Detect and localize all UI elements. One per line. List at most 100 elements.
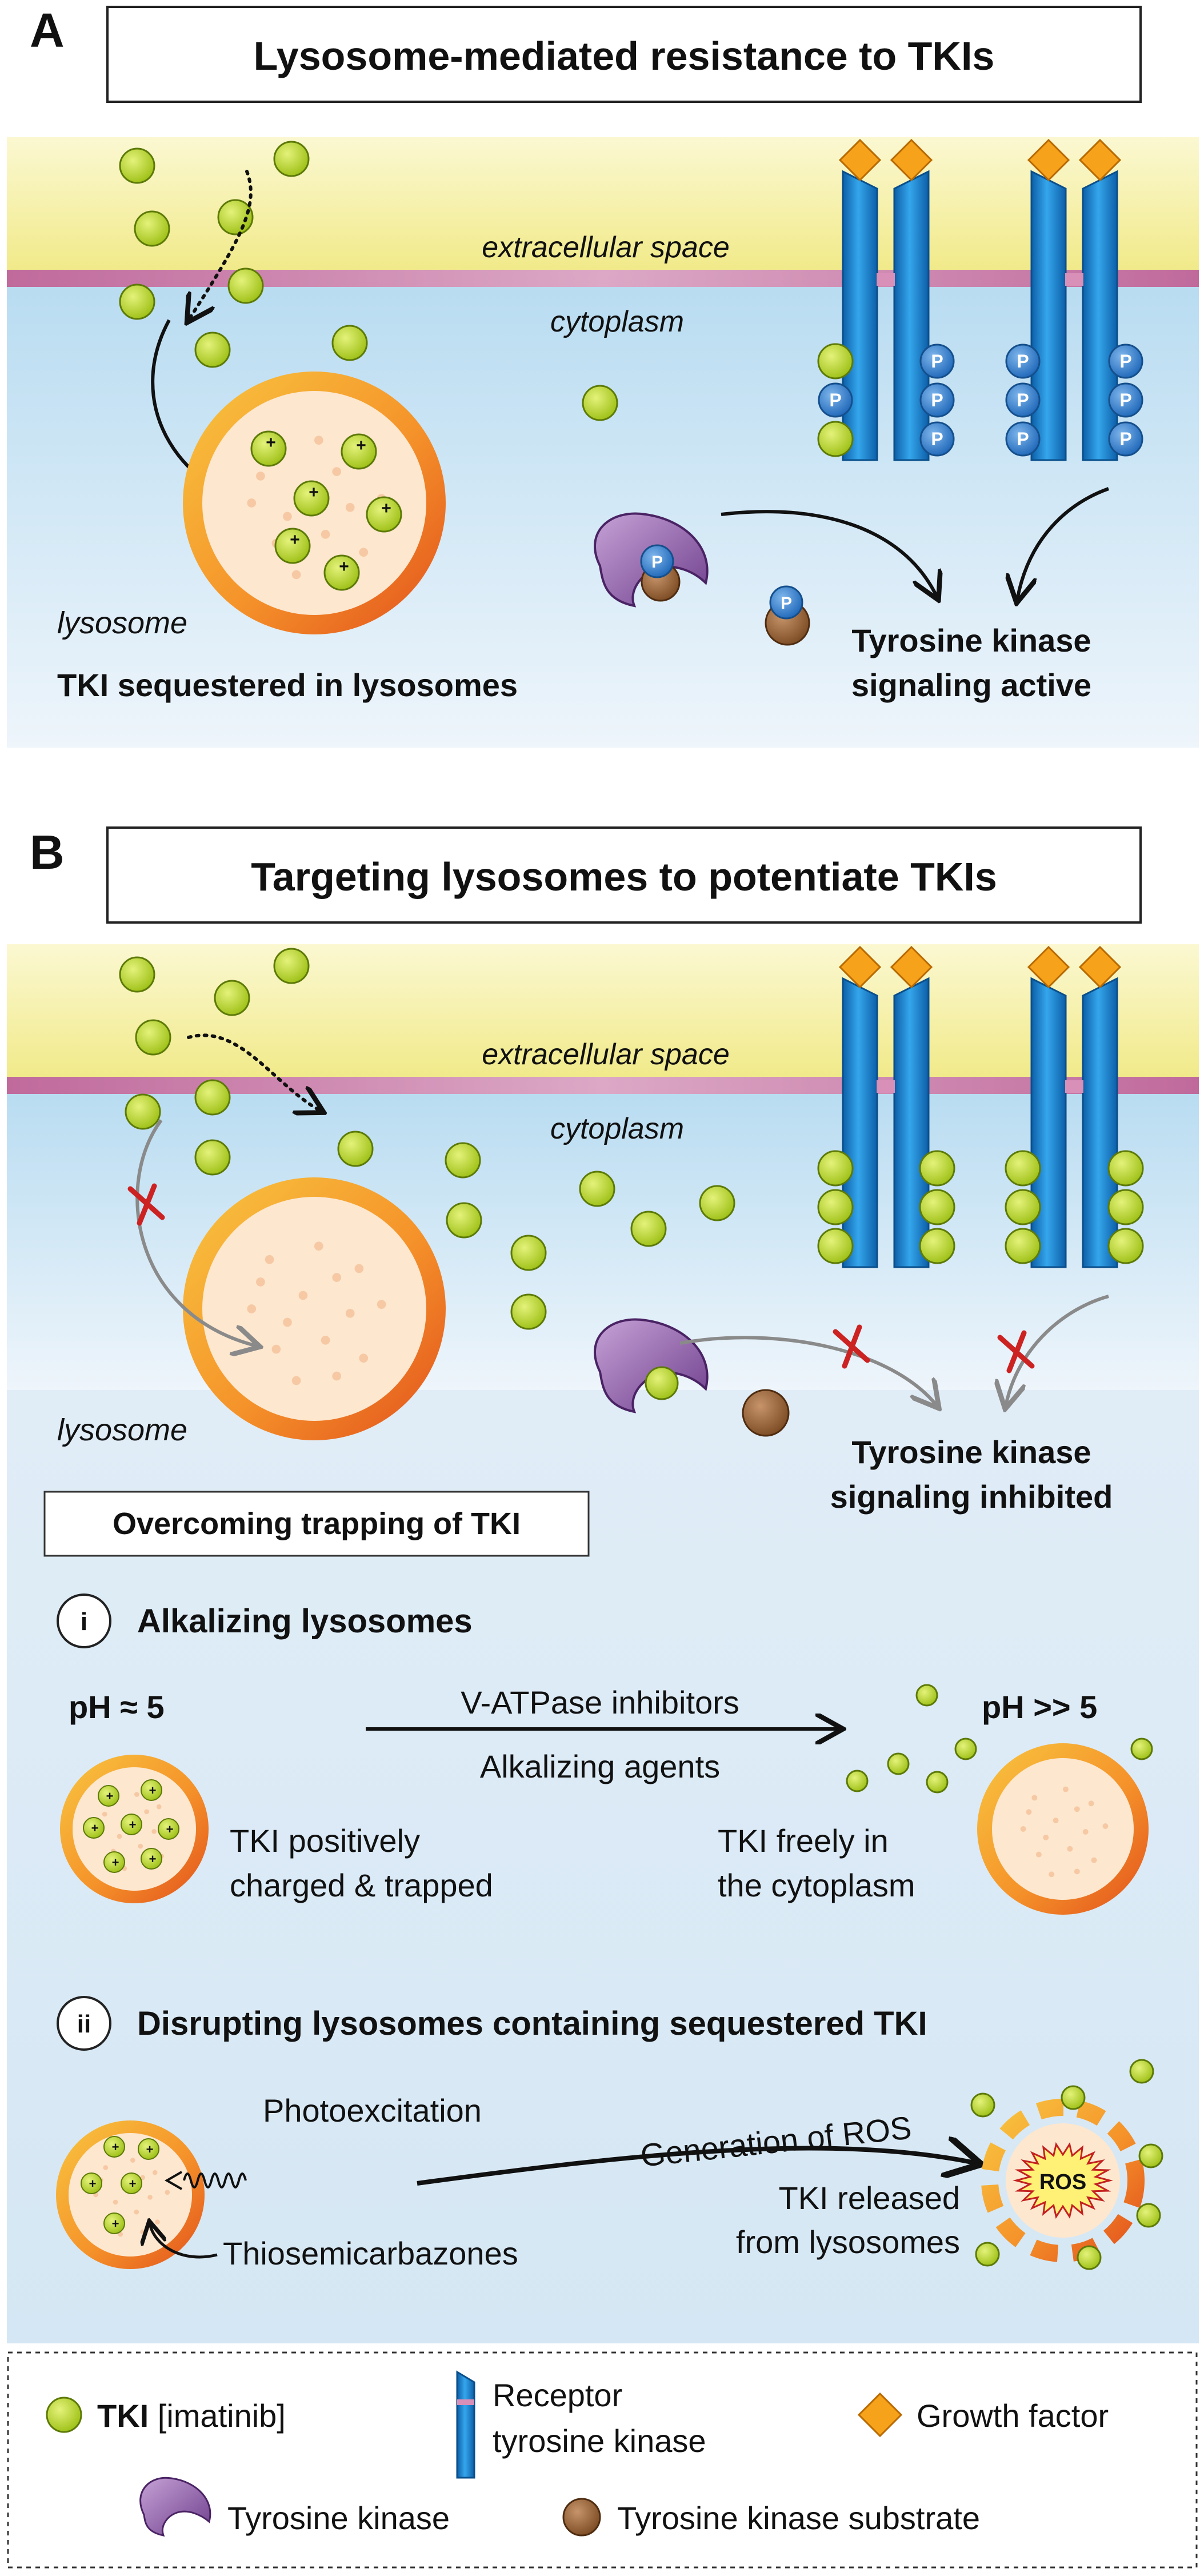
panel-b-blocked-arrow (135, 1119, 257, 1346)
legend-tki-icon (46, 2397, 82, 2433)
section-i-released-tki (846, 1684, 1153, 1794)
panel-a-letter: A (30, 3, 65, 57)
phospho-label: P (1017, 351, 1029, 372)
charge-mark: + (381, 499, 391, 518)
growth-factor-icon (1027, 945, 1070, 989)
legend-substrate: Tyrosine kinase substrate (617, 2500, 980, 2536)
growth-factor-icon (1078, 138, 1122, 182)
section-ii-numeral: ii (77, 2010, 91, 2038)
panel-a-receptor-tki (817, 343, 854, 457)
growth-factor-icon (890, 138, 933, 182)
charge-mark: + (149, 1783, 157, 1798)
free-line1: TKI freely in (718, 1823, 889, 1859)
panel-b-signal-line1: Tyrosine kinase (851, 1434, 1091, 1470)
panel-b: B Targeting lysosomes to potentiate TKIs… (7, 825, 1199, 2343)
photoexcitation-label: Photoexcitation (263, 2092, 482, 2128)
panel-b-kinase-arrow (679, 1336, 937, 1406)
panel-b-signal-line2: signaling inhibited (830, 1479, 1113, 1515)
panel-b-cytoplasm-label: cytoplasm (550, 1112, 684, 1145)
panel-b-receptor-arrow (1006, 1295, 1109, 1406)
legend-growth-factor: Growth factor (917, 2398, 1109, 2434)
panel-a: A Lysosome-mediated resistance to TKIs e… (7, 3, 1199, 748)
section-ii-badge (57, 1996, 111, 2051)
section-i-title: Alkalizing lysosomes (137, 1603, 473, 1640)
panel-a-cytoplasm-label: cytoplasm (550, 305, 684, 338)
phospho-label: P (931, 351, 943, 372)
panel-b-tyrosine-kinase (594, 1318, 709, 1413)
legend-substrate-icon (562, 2498, 601, 2537)
section-ii-title: Disrupting lysosomes containing sequeste… (137, 2005, 927, 2042)
panel-a-receptor-left (838, 138, 933, 461)
ph-before: pH ≈ 5 (69, 1689, 165, 1725)
panel-a-signal-line2: signaling active (851, 667, 1091, 703)
phospho-label: P (1017, 429, 1029, 449)
inhibit-mark (833, 1324, 1035, 1373)
panel-a-free-tki (119, 141, 618, 421)
legend-tyrosine-kinase: Tyrosine kinase (227, 2500, 450, 2536)
panel-a-receptor-arrow (1017, 487, 1110, 600)
charge-mark: + (112, 1855, 119, 1870)
section-i-numeral: i (81, 1608, 87, 1636)
legend-tki-rest: [imatinib] (149, 2398, 286, 2434)
legend-receptor-line2: tyrosine kinase (493, 2423, 706, 2459)
thiosemicarbazones-label: Thiosemicarbazones (223, 2235, 518, 2271)
legend-receptor-line1: Receptor (493, 2377, 622, 2413)
phospho-label: P (1017, 390, 1029, 410)
panel-a-import-arrow (189, 170, 253, 320)
charge-mark: + (91, 1821, 99, 1835)
panel-a-caption: TKI sequestered in lysosomes (57, 667, 518, 703)
panel-b-import-arrow (187, 1033, 321, 1111)
charge-mark: + (106, 1789, 114, 1803)
charge-mark: + (129, 2176, 137, 2191)
legend-growth-factor-icon (857, 2392, 903, 2438)
charge-mark: + (129, 1818, 137, 1832)
phospho-label: P (651, 553, 663, 572)
thio-arrow (150, 2223, 218, 2259)
panel-a-extracellular (7, 137, 1199, 270)
panel-a-membrane (7, 270, 1199, 287)
panel-a-phospho-groups (818, 344, 1143, 457)
panel-b-letter: B (30, 825, 65, 879)
panel-b-title: Targeting lysosomes to potentiate TKIs (251, 854, 997, 899)
panel-a-title-box (106, 6, 1142, 103)
trapped-line1: TKI positively (230, 1823, 420, 1859)
inhibit-mark (127, 1183, 165, 1226)
charge-mark: + (309, 483, 319, 502)
panel-a-receptor-right (1027, 138, 1122, 461)
ros-arrow (417, 2148, 977, 2186)
charge-mark: + (339, 557, 349, 576)
panel-b-title-box (106, 826, 1142, 924)
growth-factor-icon (838, 945, 882, 989)
panel-a-lysosome: + + + + + + (183, 372, 446, 634)
section-ii-ruptured-lysosome: ROS (970, 2059, 1163, 2270)
light-wave-icon (183, 2172, 247, 2188)
charge-mark: + (146, 2142, 154, 2156)
charge-mark: + (356, 436, 366, 455)
panel-a-signal-line1: Tyrosine kinase (851, 622, 1091, 658)
panel-b-free-tki (119, 948, 735, 1330)
growth-factor-icon (1078, 945, 1122, 989)
overcoming-box (43, 1491, 590, 1557)
panel-b-receptor-tki (817, 1150, 1144, 1264)
charge-mark: + (149, 1852, 157, 1866)
panel-b-extracellular-label: extracellular space (482, 1038, 730, 1071)
growth-factor-icon (1027, 138, 1070, 182)
charge-mark: + (112, 2140, 119, 2154)
charge-mark: + (112, 2216, 119, 2231)
charge-mark: + (266, 433, 276, 452)
panel-b-receptor-left (838, 945, 933, 1268)
panel-a-lysosome-label: lysosome (57, 606, 187, 640)
phospho-label: P (781, 594, 792, 613)
ph-after: pH >> 5 (982, 1689, 1097, 1725)
legend-kinase-icon (139, 2477, 211, 2537)
overcoming-title: Overcoming trapping of TKI (113, 1507, 521, 1541)
legend-tki-bold: TKI (97, 2398, 149, 2434)
phospho-label: P (931, 429, 943, 449)
charge-mark: + (89, 2176, 97, 2191)
panel-b-lysosome-label: lysosome (57, 1413, 187, 1447)
section-i-alkalized-lysosome (977, 1743, 1149, 1915)
legend-box (7, 2351, 1198, 2569)
legend-receptor-icon (456, 2370, 475, 2479)
charge-mark: + (166, 1822, 174, 1836)
